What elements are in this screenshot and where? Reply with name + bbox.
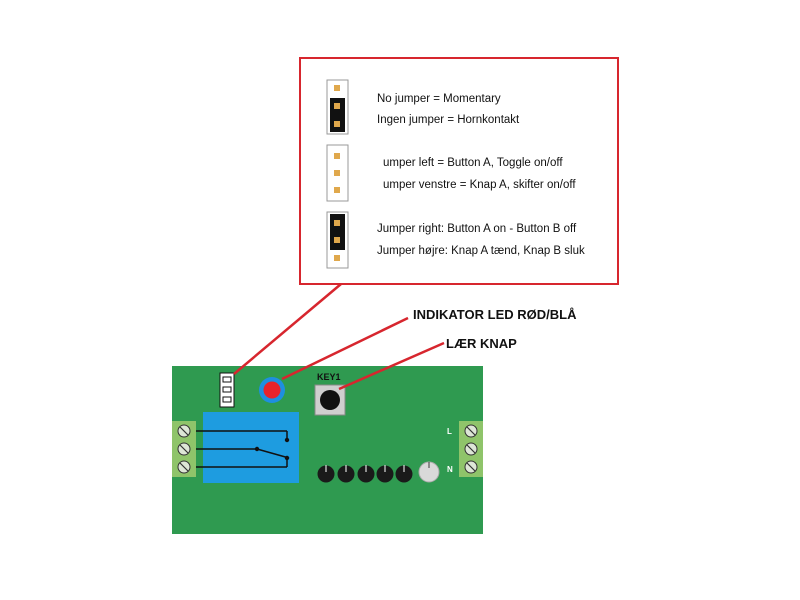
callout-learn-label: LÆR KNAP [446,336,517,351]
callout-line-jumper [233,283,342,375]
callout-line-learn [338,341,445,391]
terminal-block-left [172,421,196,477]
legend-row1-da: Ingen jumper = Hornkontakt [377,114,520,126]
terminal-n-label: N [447,465,453,474]
terminal-l-label: L [447,427,452,436]
legend-row1-en: No jumper = Momentary [377,93,501,105]
pcb-jumper-header [219,372,235,408]
legend-row2-en: umper left = Button A, Toggle on/off [383,157,563,169]
relay [196,412,299,483]
jumper-header-left [326,144,349,202]
callout-line-led [281,316,409,381]
jumper-header-none [326,79,349,135]
legend-row3-en: Jumper right: Button A on - Button B off [377,223,577,235]
legend-box [299,57,619,285]
jumper-header-right [326,211,349,269]
learn-button [314,384,346,416]
legend-row3-da: Jumper højre: Knap A tænd, Knap B sluk [377,245,585,257]
terminal-block-right [459,421,483,477]
potentiometer [418,461,440,483]
indicator-led [259,377,285,403]
callout-led-label: INDIKATOR LED RØD/BLÅ [413,307,577,322]
component-row [317,465,413,483]
legend-row2-da: umper venstre = Knap A, skifter on/off [383,179,576,191]
key1-label: KEY1 [317,372,341,382]
